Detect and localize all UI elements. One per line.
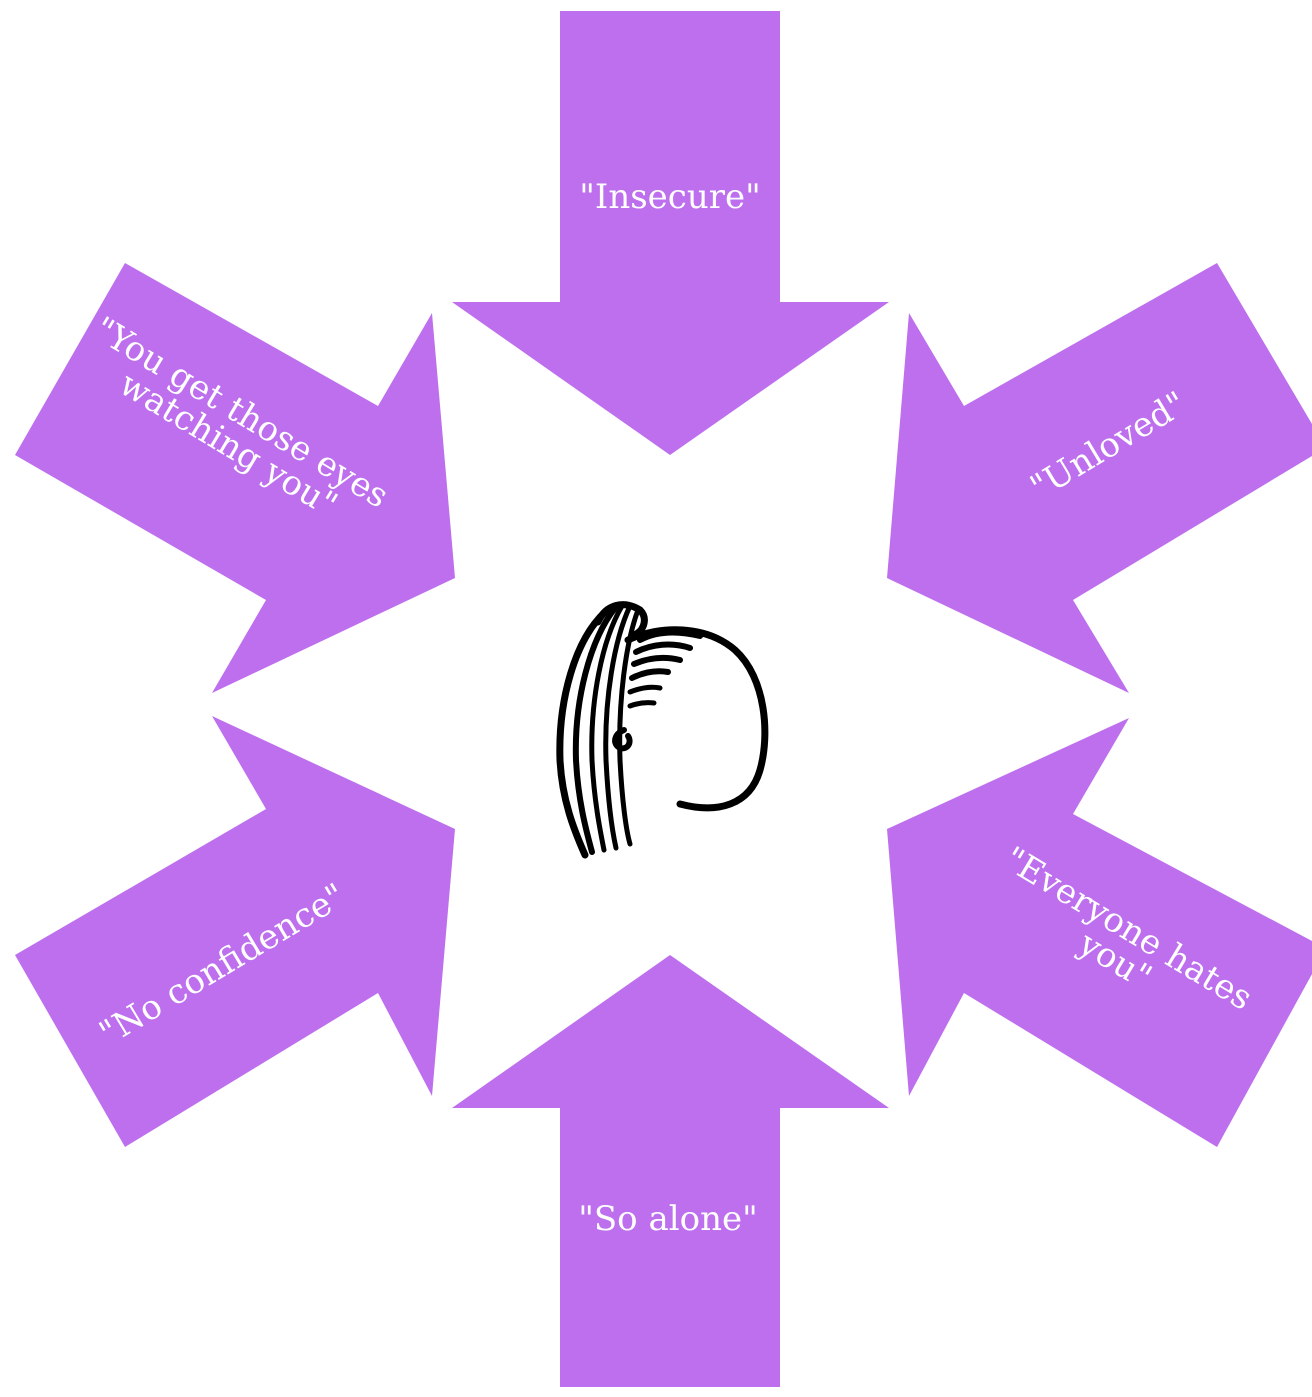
arrow-no-confidence: "No confidence" (15, 716, 455, 1147)
arrow-so-alone: "So alone" (452, 955, 889, 1387)
arrow-unloved: "Unloved" (887, 263, 1312, 693)
arrow-no-confidence-shape (15, 716, 455, 1147)
arrow-unloved-shape (887, 263, 1312, 693)
arrow-everyone-hates-you: "Everyone hates you" (887, 718, 1312, 1147)
arrow-insecure: "Insecure" (452, 11, 889, 455)
arrow-eyes-watching: "You get those eyes watching you" (15, 263, 455, 693)
girl-ponytail-head-icon (560, 605, 765, 855)
arrow-insecure-label: "Insecure" (579, 177, 761, 217)
arrow-so-alone-label: "So alone" (578, 1199, 757, 1239)
arrow-insecure-shape (452, 11, 889, 455)
arrow-so-alone-shape (452, 955, 889, 1387)
